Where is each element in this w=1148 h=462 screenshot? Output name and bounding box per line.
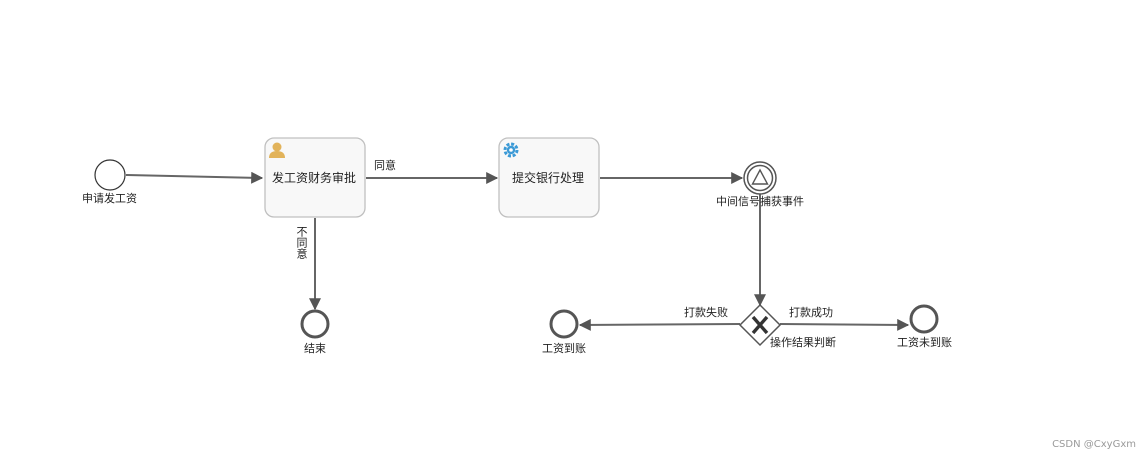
x-mark-icon <box>751 315 769 335</box>
signal-triangle-icon <box>751 168 769 185</box>
signal-catch-event-label: 中间信号捕获事件 <box>716 195 804 208</box>
flow-disagree-label: 不同意 <box>295 226 308 259</box>
end-event-unpaid[interactable] <box>909 304 939 334</box>
flow-agree-label: 同意 <box>374 159 396 172</box>
end-event-reject-label: 结束 <box>304 342 326 355</box>
gear-icon <box>503 142 519 158</box>
result-gateway-label: 操作结果判断 <box>770 336 836 349</box>
end-event-paid-label: 工资到账 <box>542 342 586 355</box>
start-event[interactable] <box>94 159 126 191</box>
signal-catch-event[interactable] <box>743 161 777 195</box>
bank-task-label: 提交银行处理 <box>512 171 585 185</box>
watermark: CSDN @CxyGxm <box>1052 439 1136 450</box>
flow-start-to-review[interactable] <box>125 171 264 184</box>
end-event-unpaid-label: 工资未到账 <box>897 336 952 349</box>
flow-payment-failed-label: 打款失败 <box>684 306 728 319</box>
start-event-label: 申请发工资 <box>82 192 137 205</box>
bank-task[interactable] <box>498 137 600 218</box>
end-event-paid[interactable] <box>549 309 579 339</box>
finance-review-task[interactable] <box>264 137 366 218</box>
flow-payment-failed[interactable] <box>578 318 741 331</box>
flow-payment-success[interactable] <box>779 318 910 331</box>
finance-review-task-label: 发工资财务审批 <box>272 171 357 185</box>
flow-payment-success-label: 打款成功 <box>789 306 833 319</box>
user-icon <box>269 142 285 158</box>
end-event-reject[interactable] <box>300 309 330 339</box>
result-gateway[interactable] <box>738 303 782 347</box>
